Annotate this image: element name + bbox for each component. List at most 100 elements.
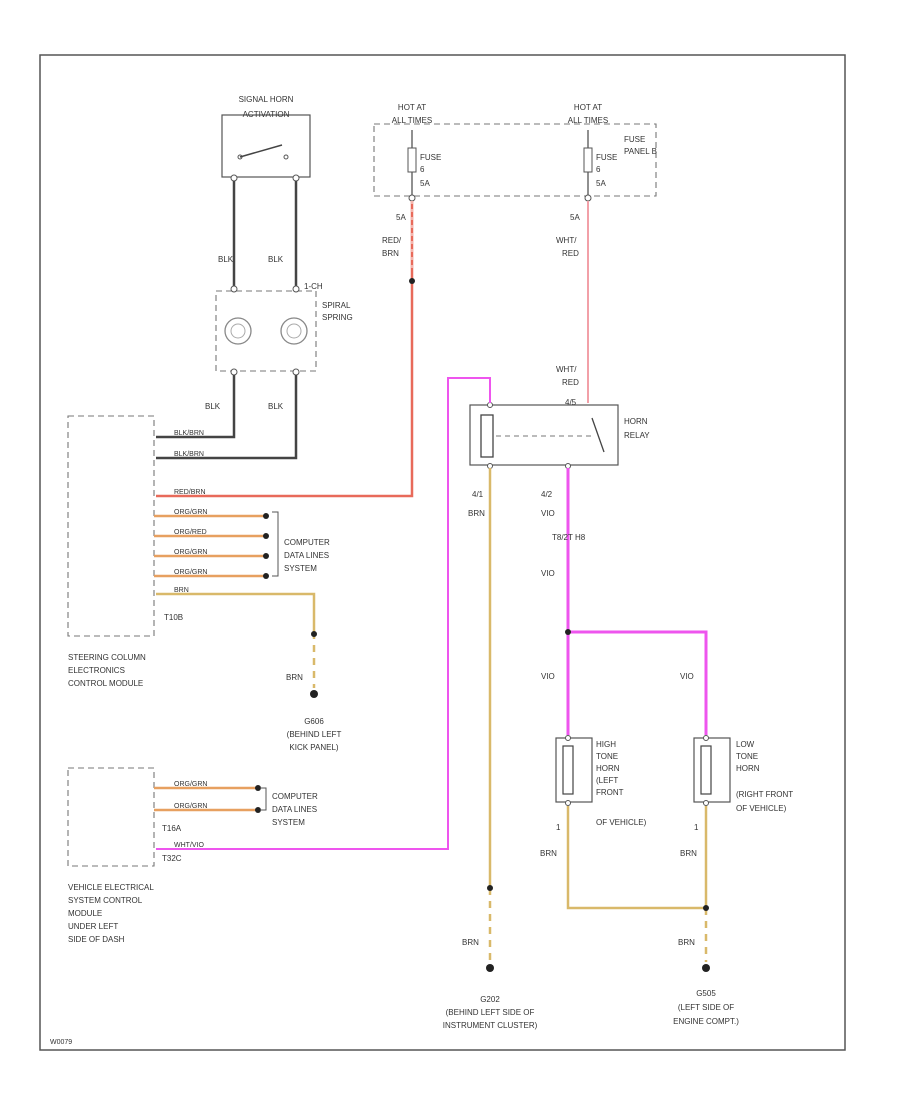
wire-label-brn-g505: BRN <box>678 938 695 947</box>
steering-data-bracket <box>272 511 279 577</box>
relay-vio-pin: 4/2 <box>541 490 553 499</box>
wire-brn-high-horn <box>566 806 706 910</box>
switch-pin-left <box>230 174 238 182</box>
fuse-panel: HOT AT ALL TIMES HOT AT ALL TIMES FUSE 6… <box>373 103 657 197</box>
steering-data-lines-2: DATA LINES <box>284 551 329 560</box>
spiral-spring-label-2: SPRING <box>322 313 353 322</box>
wire-t-label: T8/2T H8 <box>552 533 586 542</box>
vehicle-connector-1: T16A <box>162 824 182 833</box>
fuse-pin-left: 5A <box>396 213 406 222</box>
steering-pin-label: ORG/RED <box>174 529 207 536</box>
vehicle-pin-label: ORG/GRN <box>174 803 207 810</box>
vehicle-pin-label: WHT/VIO <box>174 842 204 849</box>
low-horn-icon <box>700 745 712 795</box>
fuse-panel-label-2: PANEL B <box>624 147 657 156</box>
relay-coil-icon <box>480 414 494 458</box>
switch-pin-right <box>292 174 300 182</box>
steering-pin-label: ORG/GRN <box>174 569 207 576</box>
hot-right-1: HOT AT <box>574 103 602 112</box>
vehicle-label-2: SYSTEM CONTROL <box>68 896 143 905</box>
switch-arm-icon <box>239 144 283 158</box>
vehicle-label-5: SIDE OF DASH <box>68 935 125 944</box>
high-horn-label-4: (LEFT <box>596 776 618 785</box>
vehicle-pin-dot <box>255 807 261 813</box>
fuse-right-icon <box>583 147 593 173</box>
steering-column-module: BLK/BRNBLK/BRNRED/BRNORG/GRNORG/REDORG/G… <box>67 415 330 688</box>
relay-out-brn: BRN <box>468 509 485 518</box>
steering-pin-label: ORG/GRN <box>174 549 207 556</box>
horn-switch: SIGNAL HORN ACTIVATION <box>221 95 311 178</box>
steering-data-lines-1: COMPUTER <box>284 538 330 547</box>
steering-label-1: STEERING COLUMN <box>68 653 146 662</box>
low-horn-pin: 1 <box>694 823 699 832</box>
wire-vio-to-low-horn <box>568 630 708 735</box>
ground-g606-icon <box>310 690 318 698</box>
high-horn-label-3: HORN <box>596 764 620 773</box>
ground-g606-label-1: G606 <box>304 717 324 726</box>
wire-label-vio-3: VIO <box>541 672 555 681</box>
relay-contact-icon <box>591 417 605 453</box>
steering-label-3: CONTROL MODULE <box>68 679 143 688</box>
steering-label-2: ELECTRONICS <box>68 666 125 675</box>
high-tone-horn: HIGH TONE HORN (LEFT FRONT OF VEHICLE) 1 <box>555 737 647 832</box>
steering-pin-dot <box>263 553 269 559</box>
wire-label-blk-right-mid: BLK <box>268 402 284 411</box>
ground-g606-label-2: (BEHIND LEFT <box>287 730 342 739</box>
steering-pin-label: ORG/GRN <box>174 509 207 516</box>
steering-pin-dot <box>263 513 269 519</box>
fuse-panel-label-1: FUSE <box>624 135 645 144</box>
steering-pin-dot <box>263 573 269 579</box>
wire-label-vio-1: VIO <box>541 509 555 518</box>
diagram-border <box>39 54 846 1051</box>
ground-g505-icon <box>702 964 710 972</box>
horn-switch-label-1: SIGNAL HORN <box>239 95 294 104</box>
ground-g202-icon <box>486 964 494 972</box>
steering-module-pins: BLK/BRNBLK/BRNRED/BRNORG/GRNORG/REDORG/G… <box>154 430 269 594</box>
vehicle-label-3: MODULE <box>68 909 102 918</box>
wire-label-red-brn-2: BRN <box>382 249 399 258</box>
steering-pin-dot <box>263 533 269 539</box>
wire-label-brn-g202: BRN <box>462 938 479 947</box>
low-horn-label-2: TONE <box>736 752 758 761</box>
diagram-id: W0079 <box>50 1039 72 1046</box>
fuse-left-amp: 5A <box>420 179 430 188</box>
fuse-right-amp: 5A <box>596 179 606 188</box>
vehicle-pin-dot <box>255 785 261 791</box>
low-horn-label-3: HORN <box>736 764 760 773</box>
ground-g606-label-3: KICK PANEL) <box>289 743 339 752</box>
high-horn-label-2: TONE <box>596 752 618 761</box>
wire-label-wht-red-relay-1: WHT/ <box>556 365 577 374</box>
vehicle-data-lines-1: COMPUTER <box>272 792 318 801</box>
high-horn-pin: 1 <box>556 823 561 832</box>
fuse-right-label: FUSE <box>596 153 617 162</box>
wire-brn-g606 <box>156 592 316 632</box>
low-horn-label-4: (RIGHT FRONT <box>736 790 793 799</box>
spiral-spring-left-icon <box>224 317 252 345</box>
steering-pin-label: BLK/BRN <box>174 451 204 458</box>
wire-label-blk-left-mid: BLK <box>205 402 221 411</box>
vehicle-data-bracket <box>260 787 267 811</box>
vehicle-label-4: UNDER LEFT <box>68 922 118 931</box>
hot-left-1: HOT AT <box>398 103 426 112</box>
high-horn-icon <box>562 745 574 795</box>
fuse-left-num: 6 <box>420 165 425 174</box>
relay-label-1: HORN <box>624 417 648 426</box>
spiral-pin-label: 1-CH <box>304 282 323 291</box>
vehicle-data-lines-3: SYSTEM <box>272 818 305 827</box>
wire-label-wht-red-relay-2: RED <box>562 378 579 387</box>
fuse-right-num: 6 <box>596 165 601 174</box>
vehicle-pin-label: ORG/GRN <box>174 781 207 788</box>
low-tone-horn: LOW TONE HORN (RIGHT FRONT OF VEHICLE) 1 <box>693 737 793 832</box>
wire-label-blk-right-top: BLK <box>268 255 284 264</box>
horn-switch-label-2: ACTIVATION <box>243 110 290 119</box>
vehicle-data-lines-2: DATA LINES <box>272 805 317 814</box>
wire-label-wht-red-1: WHT/ <box>556 236 577 245</box>
low-horn-label-5: OF VEHICLE) <box>736 804 787 813</box>
wire-label-blk-left-top: BLK <box>218 255 234 264</box>
spiral-spring-right-icon <box>280 317 308 345</box>
fuse-left-icon <box>407 147 417 173</box>
spiral-spring <box>215 285 317 376</box>
relay-out-pin: 4/1 <box>472 490 484 499</box>
